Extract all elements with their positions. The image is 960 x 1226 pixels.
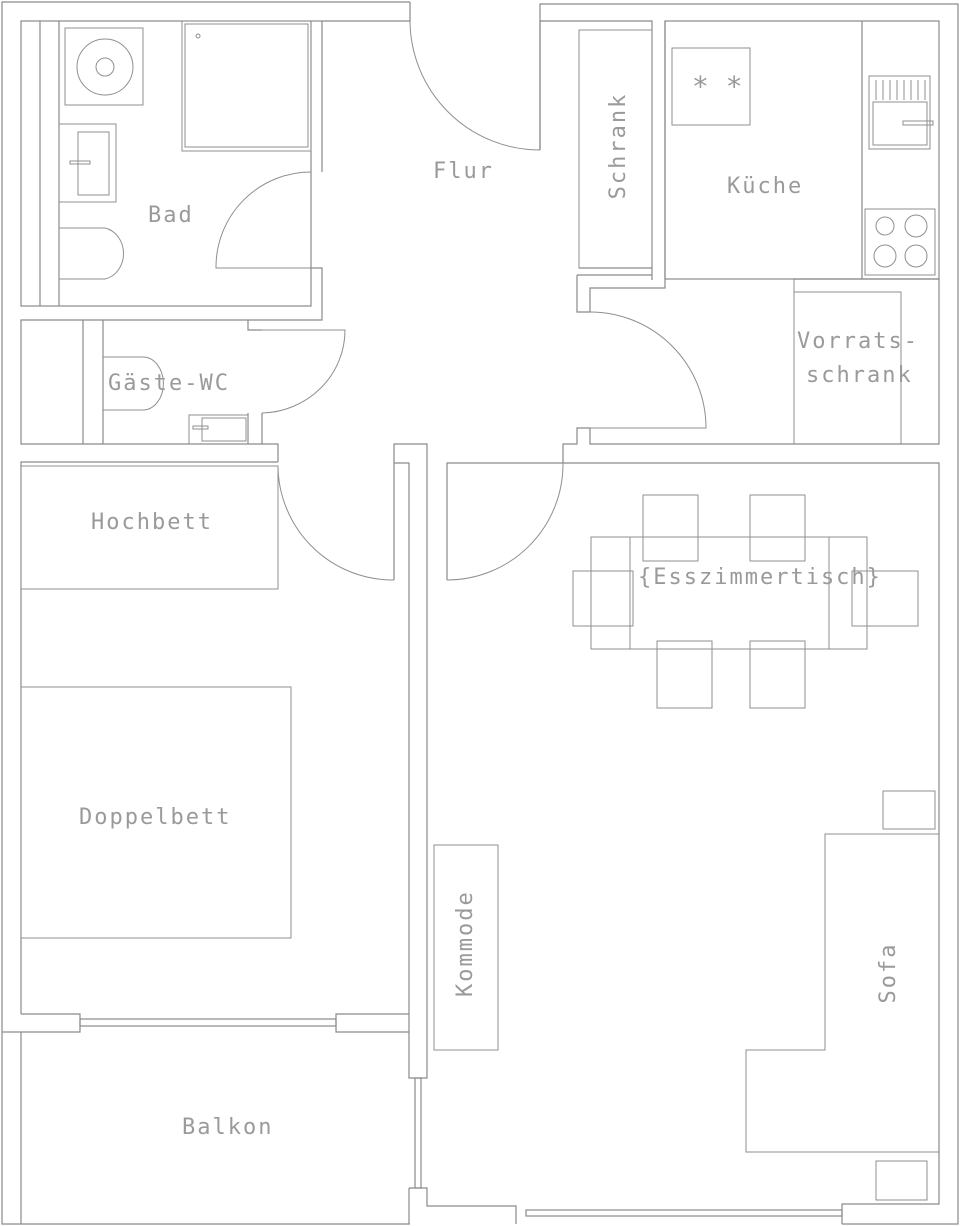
furniture-label-schrank: Schrank (606, 92, 631, 200)
furniture-label-sofa: Sofa (876, 942, 901, 1004)
shower-icon (181, 20, 312, 152)
room-label-bad: Bad (148, 203, 194, 228)
toilet-icon (103, 356, 164, 411)
door-swing-wc (261, 329, 346, 414)
furniture-label-doppelbett: Doppelbett (79, 805, 232, 830)
room-label-balkon: Balkon (182, 1115, 274, 1140)
door-swing-kitchen (589, 311, 707, 429)
room-label-flur: Flur (433, 159, 494, 184)
toilet-icon (59, 227, 124, 280)
balcony (20, 1032, 517, 1224)
sink-icon (868, 75, 931, 150)
side-table (882, 790, 936, 830)
furniture-label-vorratsschrank-2: schrank (806, 363, 913, 388)
side-table (875, 1160, 928, 1201)
dresser (433, 844, 499, 1051)
kitchen: * * (562, 20, 940, 463)
wardrobe (576, 21, 666, 313)
guest-wc (20, 319, 346, 462)
washing-machine-icon (64, 27, 144, 106)
living-dining-room (433, 462, 940, 1224)
bathroom (20, 20, 323, 321)
sink-icon (58, 123, 117, 203)
door-swing-bad (215, 171, 312, 269)
furniture-label-esszimmertisch: {Esszimmertisch} (638, 565, 882, 590)
furniture-label-kommode: Kommode (453, 890, 478, 997)
room-label-kueche: Küche (727, 174, 804, 199)
loft-bed (20, 465, 279, 590)
svg-text:* *: * * (692, 70, 743, 103)
furniture-label-vorratsschrank-1: Vorrats- (797, 329, 919, 354)
double-bed (20, 686, 292, 939)
door-swing-bedroom (277, 466, 395, 581)
room-label-gaeste-wc: Gäste-WC (108, 371, 230, 396)
door-swing-living (446, 462, 564, 581)
door-swing-entrance (409, 20, 541, 151)
stove-icon (864, 208, 936, 276)
dining-table (572, 494, 919, 709)
bedroom (2, 443, 428, 1079)
furniture-label-hochbett: Hochbett (91, 510, 213, 535)
sink-icon (188, 414, 249, 445)
plant-icon (671, 47, 751, 126)
sofa (745, 833, 939, 1153)
